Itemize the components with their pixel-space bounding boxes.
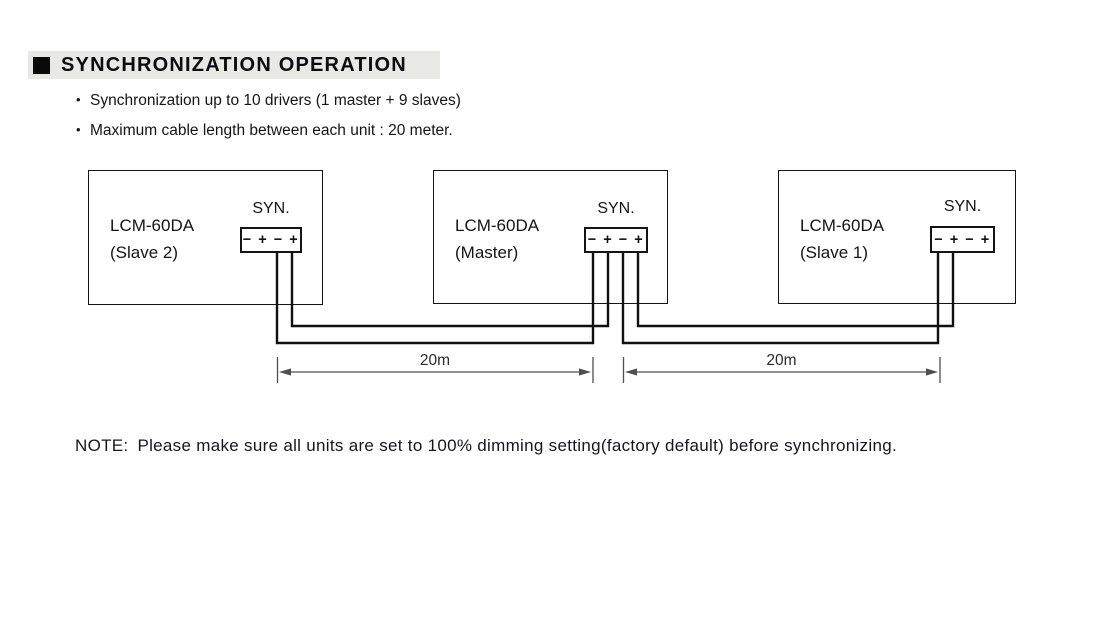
note-text: Please make sure all units are set to 10…	[137, 436, 897, 455]
bullet-item: • Synchronization up to 10 drivers (1 mas…	[76, 92, 461, 110]
bullet-icon: •	[76, 92, 81, 107]
driver-role: (Slave 1)	[800, 243, 869, 262]
driver-label-slave2: LCM-60DA (Slave 2)	[110, 212, 194, 266]
driver-role: (Slave 2)	[110, 243, 179, 262]
dimension-arrow-left	[625, 368, 637, 376]
section-title: SYNCHRONIZATION OPERATION	[61, 53, 407, 76]
section-marker-icon	[33, 56, 50, 74]
driver-label-slave1: LCM-60DA (Slave 1)	[800, 212, 884, 266]
syn-cable-slave1-minus	[621, 253, 940, 345]
dimension-arrow-right	[579, 368, 591, 376]
bullet-icon: •	[76, 122, 81, 137]
driver-model: LCM-60DA	[455, 216, 540, 235]
syn-port-label-slave2: SYN.	[252, 200, 290, 217]
dimension-arrow-right	[926, 368, 938, 376]
cable-length-label-right: 20m	[766, 352, 797, 369]
driver-model: LCM-60DA	[110, 216, 195, 235]
section-header: SYNCHRONIZATION OPERATION	[28, 51, 440, 79]
note-prefix: NOTE:	[75, 436, 129, 455]
syn-terminal-strip-slave1: − + − +	[930, 226, 995, 253]
cable-length-label-left: 20m	[419, 352, 451, 369]
driver-label-master: LCM-60DA (Master)	[455, 212, 539, 266]
dimension-left	[276, 357, 594, 383]
syn-port-label-slave1: SYN.	[943, 198, 982, 215]
driver-model: LCM-60DA	[800, 216, 885, 235]
syn-cable-slave2-plus	[290, 253, 610, 328]
bullet-item: • Maximum cable length between each unit …	[76, 122, 453, 140]
syn-terminal-strip-master: − + − +	[584, 227, 648, 253]
note: NOTE: Please make sure all units are set …	[75, 436, 1075, 456]
syn-cable-slave1-plus	[636, 253, 955, 328]
dimension-arrow-left	[279, 368, 291, 376]
syn-terminal-strip-slave2: − + − +	[240, 227, 302, 253]
syn-cable-slave2-minus	[275, 253, 595, 345]
bullet-text: Maximum cable length between each unit :…	[90, 122, 453, 139]
syn-port-label-master: SYN.	[597, 200, 635, 217]
dimension-right	[622, 357, 941, 383]
driver-role: (Master)	[455, 243, 519, 262]
bullet-text: Synchronization up to 10 drivers (1 mast…	[90, 92, 461, 109]
